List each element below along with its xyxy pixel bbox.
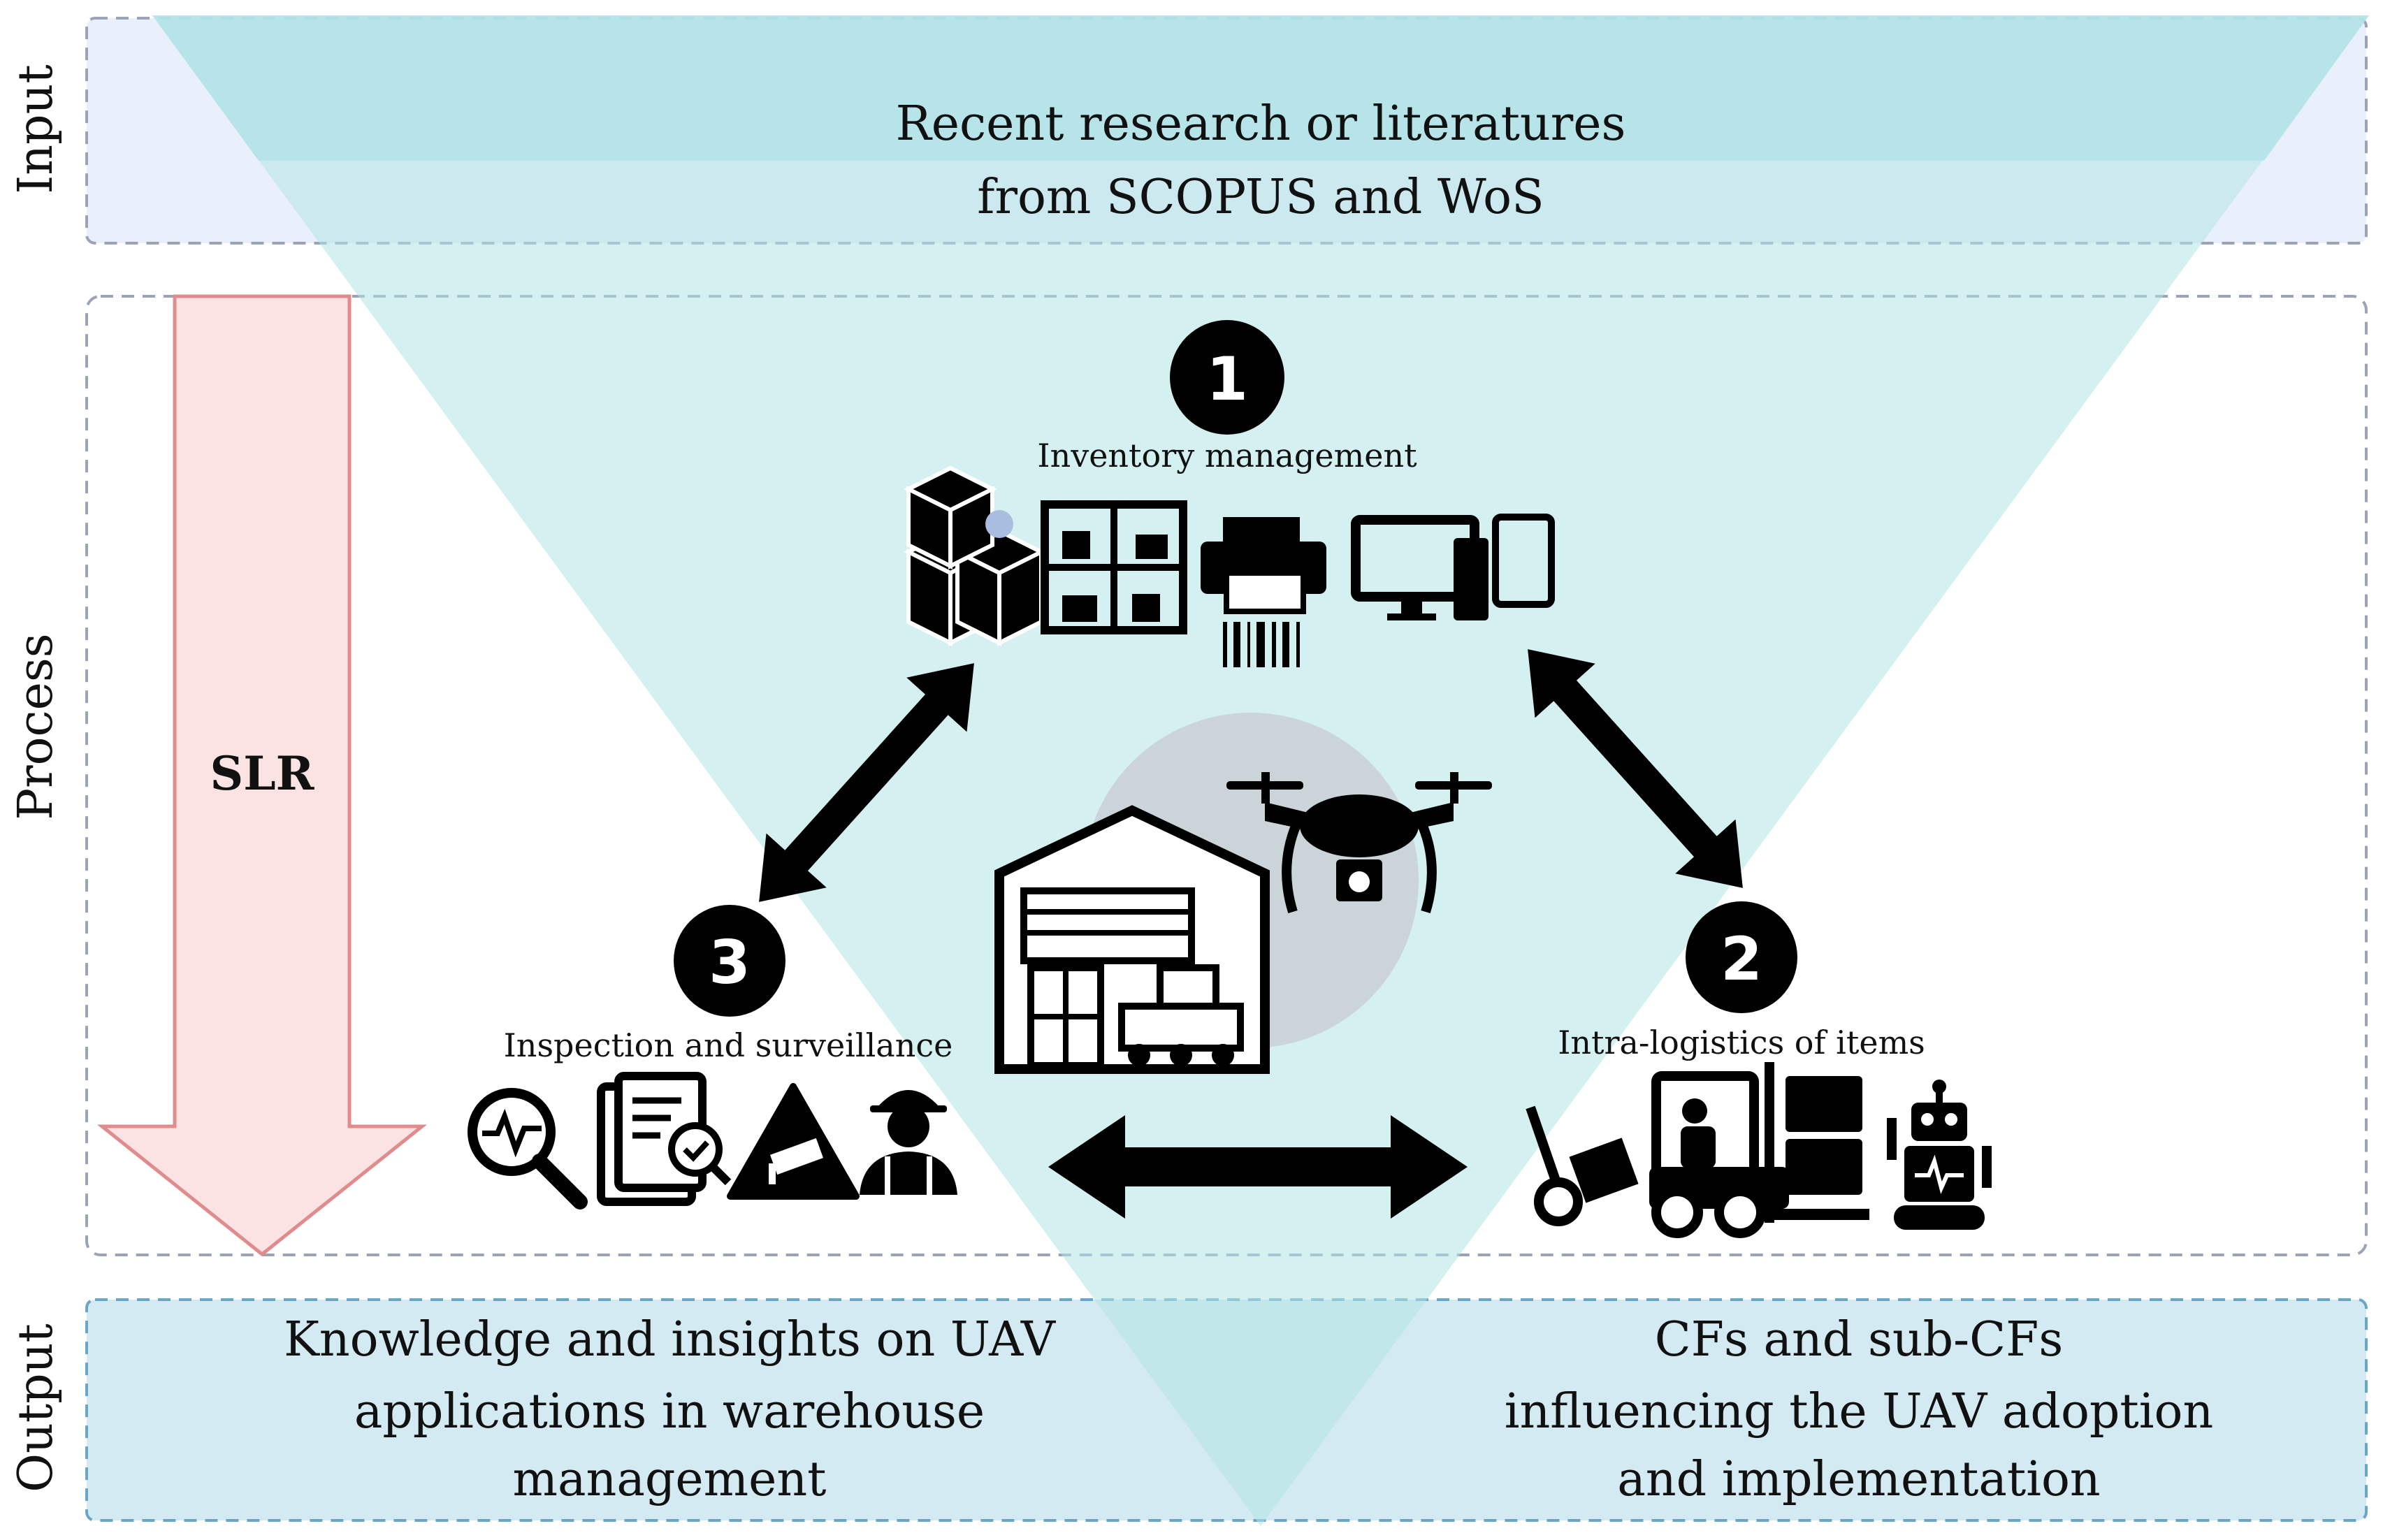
boxes-icon — [904, 465, 1046, 646]
robot-icon — [1887, 1080, 1992, 1230]
slr-label: SLR — [210, 746, 315, 801]
arrow-node3-node2 — [1048, 1115, 1468, 1219]
barcode-printer-icon — [1201, 517, 1326, 667]
svg-text:3: 3 — [709, 928, 751, 998]
arrow-node1-node2 — [1528, 649, 1743, 888]
node-2-badge: 2 — [1686, 901, 1797, 1013]
forklift-icon — [1649, 1062, 1869, 1238]
output-right-line3: and implementation — [1617, 1452, 2100, 1507]
output-left-line3: management — [513, 1452, 827, 1507]
output-right-line2: influencing the UAV adoption — [1505, 1384, 2214, 1439]
node-3-label: Inspection and surveillance — [504, 1026, 953, 1064]
warehouse-icon — [994, 805, 1270, 1074]
process-section-label: Process — [8, 633, 64, 820]
warehouse-shelves-icon — [1041, 500, 1187, 634]
document-check-icon — [597, 1072, 732, 1206]
svg-text:2: 2 — [1721, 924, 1762, 994]
node-2-label: Intra-logistics of items — [1558, 1024, 1925, 1061]
cctv-warning-icon — [727, 1083, 860, 1200]
output-left-line2: applications in warehouse — [354, 1384, 985, 1439]
arrow-node1-node3 — [759, 663, 974, 902]
node-1-badge: 1 — [1170, 320, 1284, 435]
funnel-triangle-top — [152, 15, 2369, 161]
output-left-line1: Knowledge and insights on UAV — [284, 1312, 1057, 1367]
input-text-line1: Recent research or literatures — [896, 96, 1626, 152]
output-section-label: Output — [8, 1323, 64, 1492]
node-1-label: Inventory management — [1037, 437, 1417, 474]
node-3-badge: 3 — [674, 905, 785, 1017]
input-section-label: Input — [8, 64, 64, 194]
output-right-line1: CFs and sub-CFs — [1655, 1312, 2064, 1367]
slr-arrow: SLR — [96, 294, 428, 1257]
worker-icon — [860, 1090, 957, 1195]
input-text-line2: from SCOPUS and WoS — [977, 170, 1544, 225]
computer-and-tablet-icon — [1351, 514, 1555, 620]
drone-icon — [1226, 772, 1492, 914]
svg-text:1: 1 — [1206, 344, 1248, 414]
hand-truck-icon — [1526, 1105, 1639, 1226]
magnifier-pulse-icon — [468, 1088, 588, 1210]
